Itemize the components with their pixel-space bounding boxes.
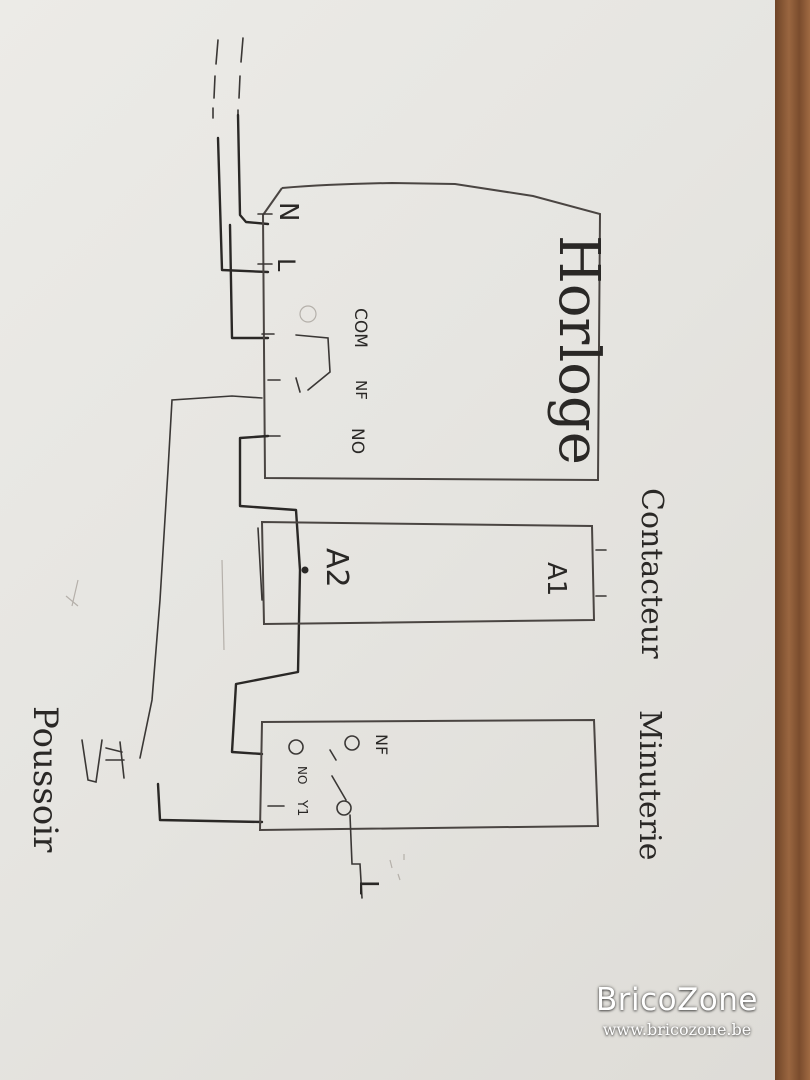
bricozone-watermark: BricoZone www.bricozone.be: [596, 982, 758, 1039]
horloge-label: Horloge: [546, 235, 611, 465]
minuterie-label: Minuterie: [632, 710, 667, 860]
terminal-a2-label: A2: [319, 548, 354, 588]
contacteur-box: [260, 520, 596, 626]
contacteur-coil-mark: [257, 527, 607, 601]
minuterie-box: [258, 718, 600, 832]
a2-junction-dot: [301, 566, 309, 574]
supply-wires: [216, 113, 270, 340]
terminal-no-label: NO: [347, 428, 367, 454]
horloge-terminals: [257, 213, 281, 437]
contacteur-label: Contacteur: [634, 488, 669, 659]
poussoir-switch: [81, 739, 125, 783]
min-y1-label: Y1: [294, 799, 309, 816]
com-nf-contact: [295, 305, 331, 393]
supply-wires-dashed: [212, 37, 244, 123]
paper-sheet: [0, 0, 775, 1080]
terminal-n-label: N: [273, 202, 303, 221]
terminal-l-label: L: [272, 258, 300, 272]
faint-guides: [65, 559, 225, 651]
terminal-com-label: COM: [350, 308, 370, 348]
watermark-url: www.bricozone.be: [602, 1020, 752, 1039]
poussoir-feed-wire: [139, 395, 264, 824]
terminal-a1-label: A1: [541, 562, 571, 596]
wood-edge: [775, 0, 810, 1080]
terminal-nf-label: NF: [352, 380, 370, 400]
clock-no-wire: [230, 434, 302, 756]
wiring-diagram: Horloge N L COM NF NO A2 A1 Contacteur M…: [25, 37, 669, 899]
horloge-box: [261, 181, 602, 482]
watermark-title: BricoZone: [595, 982, 758, 1018]
l-output-label: L: [353, 880, 383, 895]
poussoir-label: Poussoir: [25, 706, 65, 853]
min-no-label: NO: [295, 766, 309, 784]
minuterie-contacts: [267, 735, 405, 899]
min-nf-label: NF: [372, 734, 391, 755]
